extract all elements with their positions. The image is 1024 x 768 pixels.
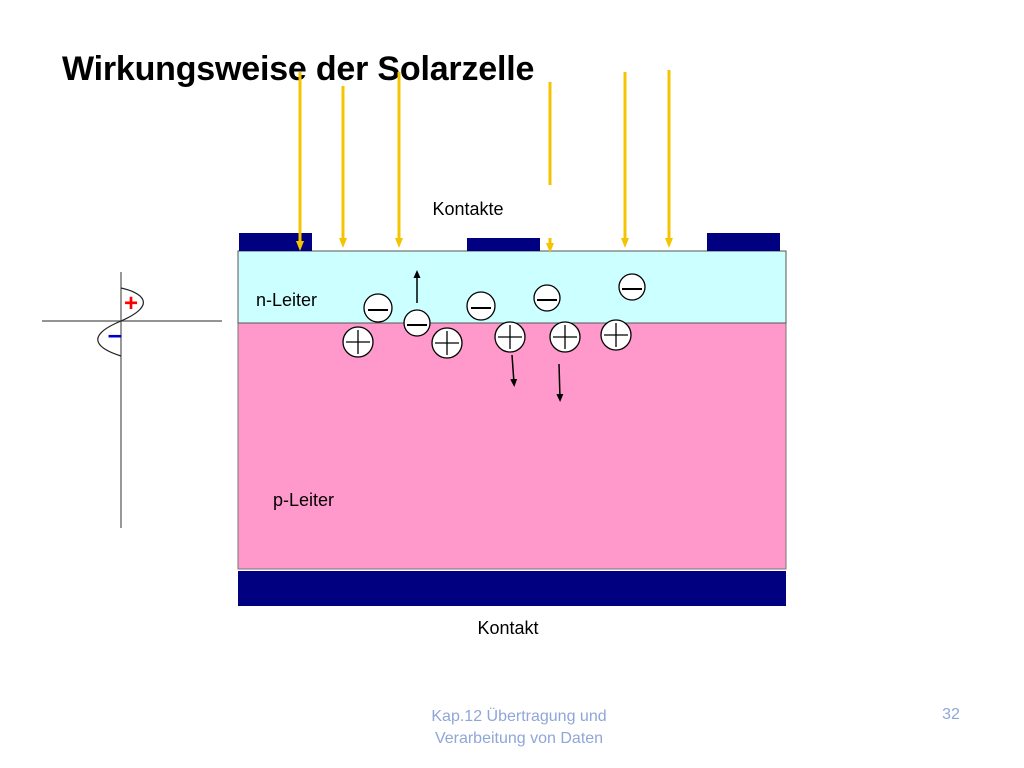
electron	[466, 291, 496, 321]
top-contact-middle	[467, 238, 540, 251]
hole-down-arrow	[556, 363, 564, 402]
top-contacts-label: Kontakte	[432, 199, 503, 219]
hole	[549, 321, 581, 353]
n-layer	[237, 250, 787, 324]
holes	[342, 319, 632, 359]
hole-down-arrow	[510, 354, 518, 387]
plus-charge-sign: +	[124, 290, 138, 317]
hole	[342, 326, 374, 358]
bottom-contact-label: Kontakt	[477, 618, 538, 638]
electron	[363, 293, 393, 323]
electron	[403, 309, 431, 337]
p-layer-label: p-Leiter	[273, 490, 334, 510]
charge-curve	[97, 287, 144, 357]
footer-line-1: Kap.12 Übertragung und	[431, 708, 607, 725]
charge-distribution-plot: + –	[42, 272, 222, 528]
top-contact-right	[707, 233, 780, 251]
hole	[600, 319, 632, 351]
hole	[494, 321, 526, 353]
n-layer-label: n-Leiter	[256, 290, 317, 310]
electrons	[363, 273, 646, 337]
hole	[431, 327, 463, 359]
slide-title: Wirkungsweise der Solarzelle	[62, 50, 535, 88]
carrier-movement-arrows	[413, 270, 564, 402]
footer-line-2: Verarbeitung von Daten	[434, 730, 604, 747]
slide-footer: Kap.12 Übertragung und Verarbeitung von …	[380, 706, 658, 750]
electron	[618, 273, 646, 301]
minus-charge-sign: –	[108, 319, 122, 349]
electron	[533, 284, 561, 312]
light-rays	[296, 70, 673, 253]
page-number: 32	[942, 706, 960, 723]
bottom-contact	[238, 571, 786, 606]
top-contact-left	[239, 233, 312, 251]
